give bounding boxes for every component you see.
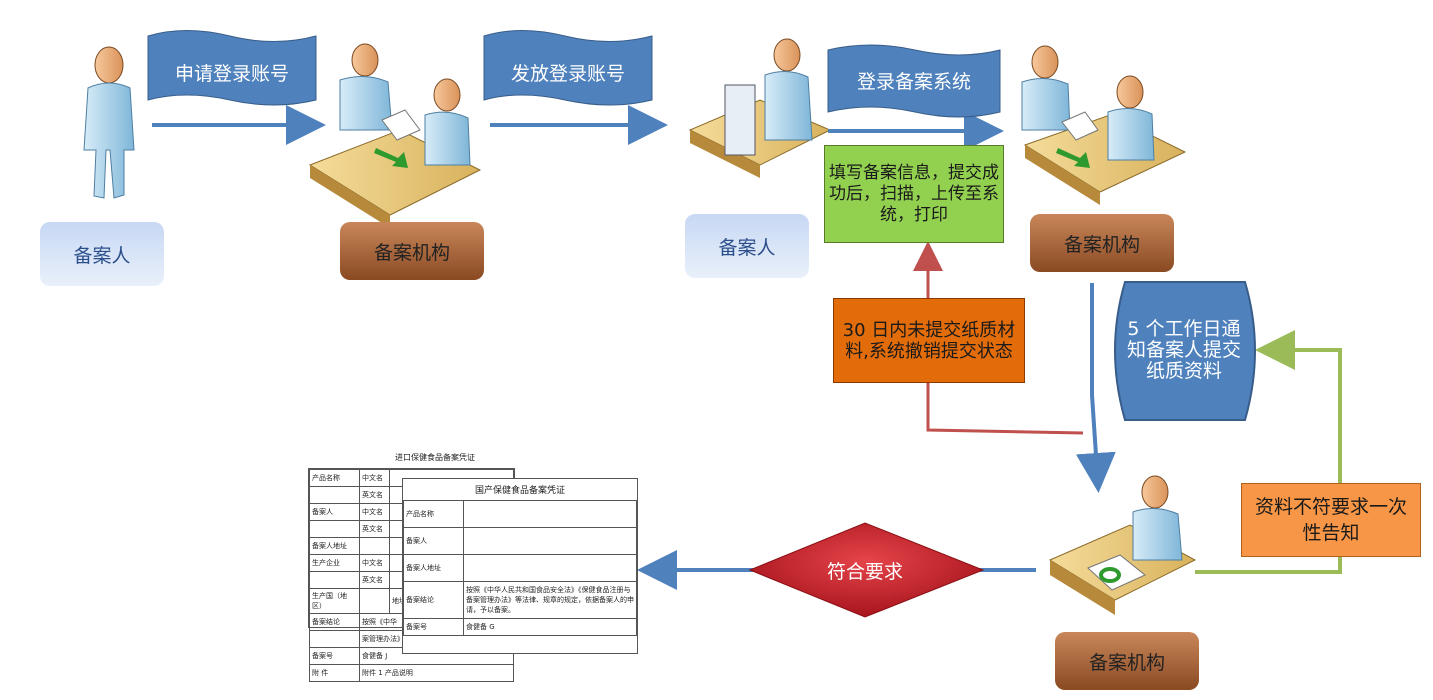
computer-user-icon xyxy=(688,38,832,178)
cert-sub-label: 英文名 xyxy=(359,520,390,538)
approve-diamond-shape xyxy=(748,522,985,618)
cert-row-label: 产品名称 xyxy=(403,500,464,528)
step-login-label: 登录备案系统 xyxy=(856,70,971,93)
cert-row-label: 生产企业 xyxy=(309,554,360,572)
cert-sub-label: 英文名 xyxy=(359,486,390,504)
org-label-1: 备案机构 xyxy=(340,222,484,280)
org-label-3: 备案机构 xyxy=(1055,632,1199,690)
desk-meeting-icon-1 xyxy=(308,43,482,228)
reject-note: 资料不符要求一次性告知 xyxy=(1241,483,1421,557)
banner-login-shape xyxy=(827,44,1001,118)
arrow-feedback xyxy=(1195,330,1342,574)
cert-row-label: 备案结论 xyxy=(403,581,464,619)
approve-label: 符合要求 xyxy=(826,560,903,583)
banner-issue-shape xyxy=(483,30,653,106)
timeout-note: 30 日内未提交纸质材料,系统撤销提交状态 xyxy=(833,298,1025,383)
cert-sub-label: 中文名 xyxy=(359,469,390,487)
cert-row-label: 备案号 xyxy=(309,647,360,665)
notify-shape xyxy=(1114,281,1256,421)
cert-sub-label: 中文名 xyxy=(359,503,390,521)
fill-info-note: 填写备案信息，提交成功后，扫描，上传至系统，打印 xyxy=(824,145,1004,243)
applicant-label-1: 备案人 xyxy=(40,222,164,286)
step-apply-label: 申请登录账号 xyxy=(174,62,289,85)
org-label-2: 备案机构 xyxy=(1030,214,1174,272)
cert-conclusion: 按照《中华人民共和国食品安全法》《保健食品注册与备案管理办法》等法律、规章的规定… xyxy=(463,581,637,619)
reviewer-at-desk-icon xyxy=(1048,475,1197,615)
cert-sub-label: 英文名 xyxy=(359,571,390,589)
domestic-certificate: 国产保健食品备案凭证 产品名称 备案人 备案人地址 备案结论按照《中华人民共和国… xyxy=(402,478,638,654)
cert-number: 食健备 G xyxy=(463,618,637,636)
banner-apply-shape xyxy=(147,30,317,106)
cert-row-label: 生产国（地区） xyxy=(309,588,360,614)
cert-row-label: 备案人 xyxy=(403,527,464,555)
arrow-to-review xyxy=(1075,283,1116,493)
cert-cell: 附件 1 产品说明 xyxy=(359,664,514,682)
notify-note: 5 个工作日通知备案人提交纸质资料 xyxy=(1126,317,1241,382)
applicant-figure-icon xyxy=(83,46,135,199)
cert-row-label: 产品名称 xyxy=(309,469,360,487)
domestic-cert-title: 国产保健食品备案凭证 xyxy=(474,486,565,496)
import-cert-title: 进口保健食品备案凭证 xyxy=(395,453,475,462)
cert-row-label: 附 件 xyxy=(309,664,360,682)
cert-row-label: 备案人地址 xyxy=(403,554,464,582)
step-issue-label: 发放登录账号 xyxy=(510,62,625,85)
cert-row-label: 备案人地址 xyxy=(309,537,360,555)
desk-meeting-icon-2 xyxy=(1021,45,1187,205)
cert-sub-label: 中文名 xyxy=(359,554,390,572)
applicant-label-2: 备案人 xyxy=(685,214,809,278)
cert-row-label: 备案结论 xyxy=(309,613,360,631)
cert-row-label: 备案人 xyxy=(309,503,360,521)
cert-row-label: 备案号 xyxy=(403,618,464,636)
